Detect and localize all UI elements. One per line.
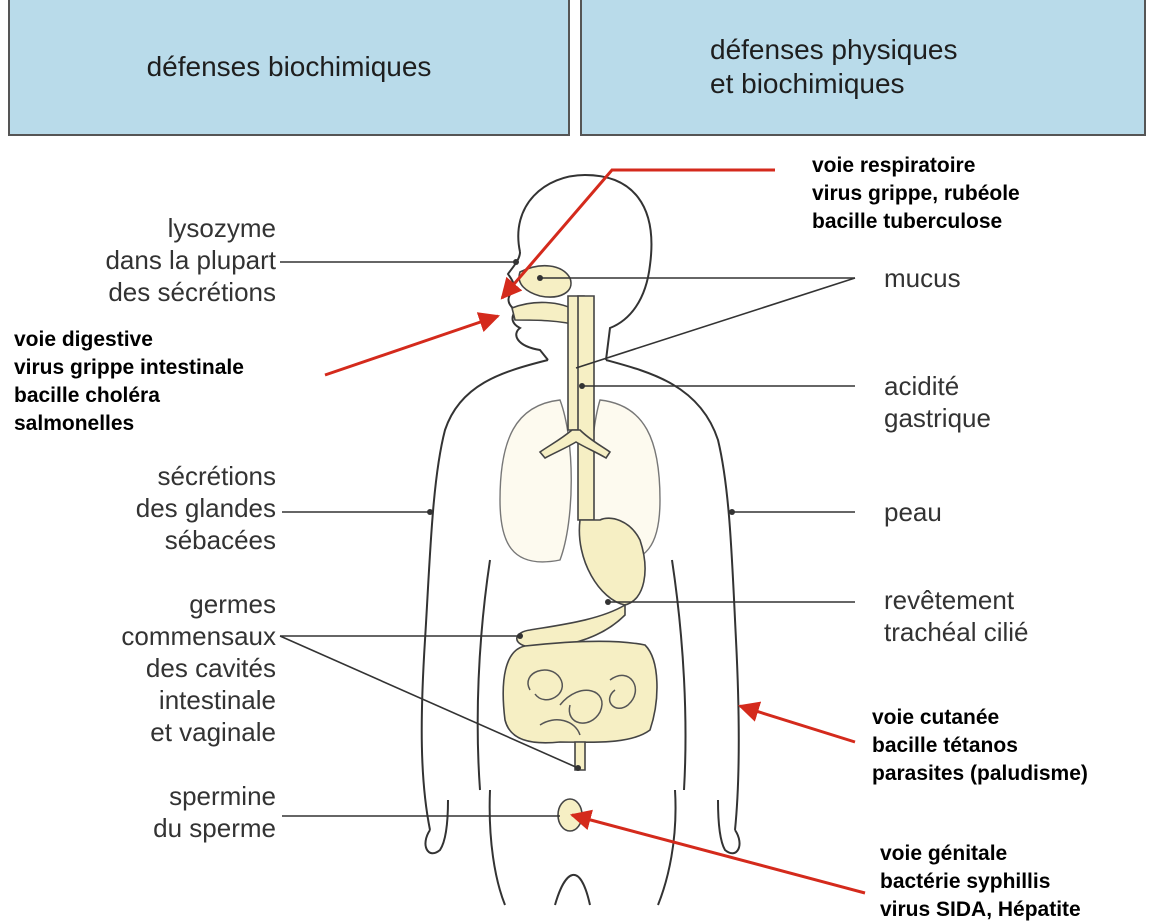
label-spermine: spermine du sperme: [8, 780, 276, 844]
crotch: [555, 875, 590, 905]
genital-organ: [558, 799, 582, 831]
stomach: [579, 518, 645, 605]
route-genitale: voie génitale bactérie syphillis virus S…: [880, 840, 1081, 924]
duodenum: [517, 605, 625, 647]
label-lysozyme: lysozyme dans la plupart des sécrétions: [8, 212, 276, 308]
arrow-digestive: [325, 316, 498, 375]
route-digestive: voie digestive virus grippe intestinale …: [14, 326, 244, 438]
colon: [503, 641, 657, 742]
esophagus: [578, 296, 594, 520]
arrow-cutanee: [740, 706, 855, 742]
label-revetement: revêtement trachéal cilié: [884, 584, 1029, 648]
label-germes-commensaux: germes commensaux des cavités intestinal…: [8, 588, 276, 748]
right-leg: [658, 790, 676, 905]
label-mucus: mucus: [884, 262, 961, 294]
route-cutanee: voie cutanée bacille tétanos parasites (…: [872, 704, 1088, 788]
left-arm-inner: [478, 560, 490, 790]
right-arm-inner: [672, 560, 686, 790]
label-acidite-gastrique: acidité gastrique: [884, 370, 991, 434]
route-respiratoire: voie respiratoire virus grippe, rubéole …: [812, 152, 1020, 236]
left-lung: [500, 400, 571, 562]
left-leg: [490, 790, 505, 905]
label-secretions-sebacees: sécrétions des glandes sébacées: [8, 460, 276, 556]
label-peau: peau: [884, 496, 942, 528]
